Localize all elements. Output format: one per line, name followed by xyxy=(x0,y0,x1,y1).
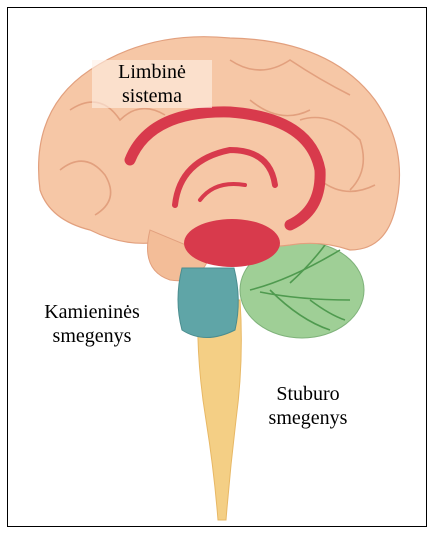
brainstem-label: Kamieninės smegenys xyxy=(12,300,172,348)
limbic-label-line1: Limbinė xyxy=(92,60,212,84)
spinal-label-line1: Stuburo xyxy=(248,382,368,406)
brainstem-label-line1: Kamieninės xyxy=(12,300,172,324)
spinal-cord-label: Stuburo smegenys xyxy=(248,382,368,430)
brainstem-label-line2: smegenys xyxy=(12,324,172,348)
spinal-label-line2: smegenys xyxy=(248,406,368,430)
limbic-system-label: Limbinė sistema xyxy=(92,60,212,108)
limbic-label-line2: sistema xyxy=(92,84,212,108)
brainstem xyxy=(178,268,238,338)
